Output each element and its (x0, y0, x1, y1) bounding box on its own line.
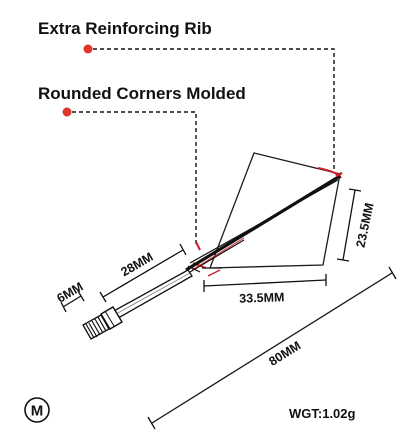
callout-rib-dot (83, 44, 93, 54)
dim-stem-length: 28MM (99, 243, 187, 303)
dim-flight-width: 33.5MM (203, 274, 327, 306)
dim-stem-length-label: 28MM (118, 250, 155, 279)
shaft (82, 269, 193, 340)
dim-flight-height: 23.5MM (336, 188, 377, 262)
dim-thread: 6MM (54, 280, 86, 313)
callout-rib-leader (93, 48, 335, 170)
callout-rib-label: Extra Reinforcing Rib (38, 19, 212, 38)
flight-outline (209, 152, 341, 269)
weight-label: WGT:1.02g (289, 406, 356, 421)
reinforcing-rib (185, 171, 343, 277)
dim-total-length-label: 80MM (266, 338, 303, 368)
callout-corners-leader (72, 111, 197, 244)
callout-corners-label: Rounded Corners Molded (38, 84, 246, 103)
size-badge: M (24, 397, 50, 423)
rounded-corner-accent-left (195, 241, 201, 251)
dim-flight-width-label: 33.5MM (239, 290, 285, 306)
callout-corners-dot (62, 107, 72, 117)
dim-flight-height-label: 23.5MM (354, 202, 377, 249)
size-badge-letter: M (31, 403, 44, 420)
dim-thread-label: 6MM (54, 280, 85, 306)
